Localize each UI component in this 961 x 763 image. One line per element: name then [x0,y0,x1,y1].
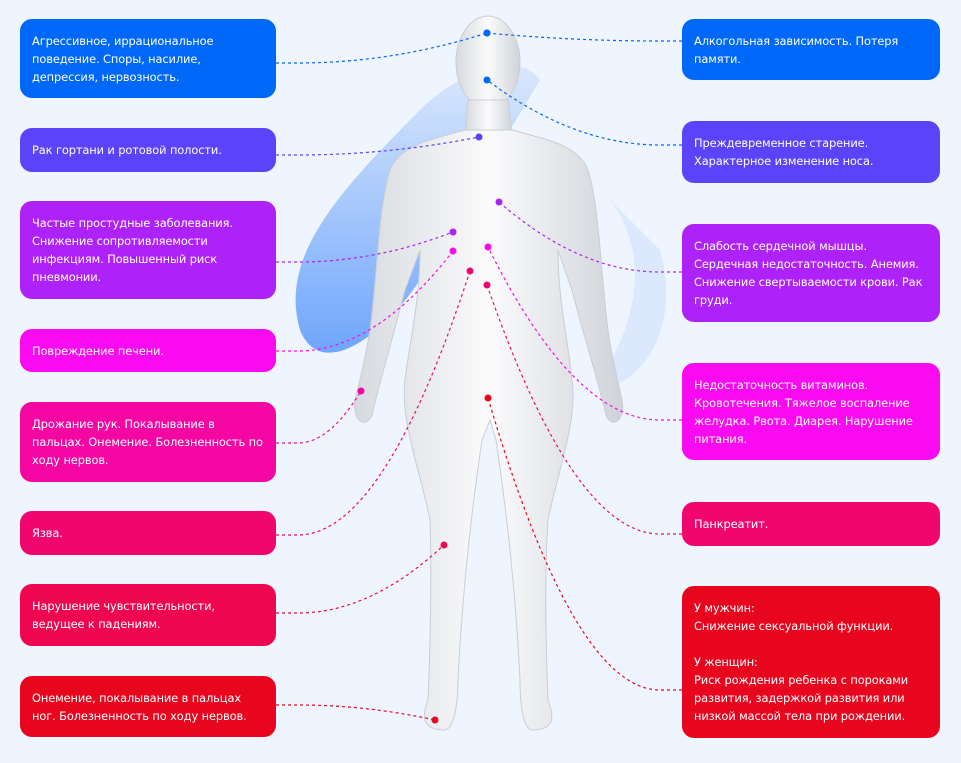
left-box-sensitivity: Нарушение чувствительности, ведущее к па… [20,584,276,646]
marker-dot [440,541,448,549]
connector-line [276,270,471,536]
left-box-text: Язва. [32,526,63,540]
left-box-text: Повреждение печени. [32,343,164,358]
right-box-text: Недостаточность витаминов. Кровотечения.… [694,377,913,446]
marker-dot [449,247,457,255]
marker-dot [357,387,365,395]
connector-line [486,32,682,42]
right-box-stomach: Недостаточность витаминов. Кровотечения.… [682,363,940,460]
right-box-pancreas: Панкреатит. [682,502,940,546]
left-box-ulcer: Язва. [20,511,276,555]
left-box-brain: Агрессивное, иррациональное поведение. С… [20,19,276,98]
marker-dot [484,394,492,402]
left-box-throat: Рак гортани и ротовой полости. [20,128,276,172]
left-box-text: Онемение, покалывание в пальцах ног. Бол… [32,690,247,723]
marker-dot [475,133,483,141]
connector-line [276,231,454,263]
left-box-text: Агрессивное, иррациональное поведение. С… [32,33,214,84]
marker-dot [449,228,457,236]
right-box-text: У мужчин: Снижение сексуальной функции. … [694,601,909,723]
connector-lines [276,32,682,721]
marker-dot [483,29,491,37]
connector-line [276,390,362,444]
human-figure [354,15,624,731]
marker-dot [495,198,503,206]
connector-line [276,544,445,614]
connector-line [486,79,682,146]
left-box-liver: Повреждение печени. [20,329,276,372]
right-box-heart: Слабость сердечной мышцы. Сердечная недо… [682,224,940,322]
left-box-text: Рак гортани и ротовой полости. [32,143,222,157]
right-box-aging: Преждевременное старение. Характерное из… [682,121,940,183]
left-box-text: Дрожание рук. Покалывание в пальцах. Оне… [32,417,263,467]
left-box-text: Частые простудные заболевания. Снижение … [32,216,233,284]
right-box-addiction: Алкогольная зависимость. Потеря памяти. [682,19,940,80]
connector-line [486,284,682,535]
background-swoosh-right [600,200,667,390]
connector-line [487,397,682,691]
marker-dot [483,76,491,84]
connector-line [276,250,454,352]
left-box-text: Нарушение чувствительности, ведущее к па… [32,599,215,631]
connector-line [276,136,480,156]
left-box-hands: Дрожание рук. Покалывание в пальцах. Оне… [20,402,276,482]
right-box-reproductive: У мужчин: Снижение сексуальной функции. … [682,586,940,738]
marker-dot [466,267,474,275]
right-box-text: Слабость сердечной мышцы. Сердечная недо… [694,239,923,307]
right-box-text: Алкогольная зависимость. Потеря памяти. [694,33,899,66]
marker-dot [483,281,491,289]
marker-dot [431,716,439,724]
right-box-text: Панкреатит. [694,517,769,531]
left-box-feet: Онемение, покалывание в пальцах ног. Бол… [20,676,276,737]
marker-dots [357,29,503,724]
left-box-lungs: Частые простудные заболевания. Снижение … [20,201,276,299]
right-box-text: Преждевременное старение. Характерное из… [694,136,874,168]
connector-line [276,32,488,64]
connector-line [498,201,682,273]
connector-line [276,704,436,721]
marker-dot [484,243,492,251]
